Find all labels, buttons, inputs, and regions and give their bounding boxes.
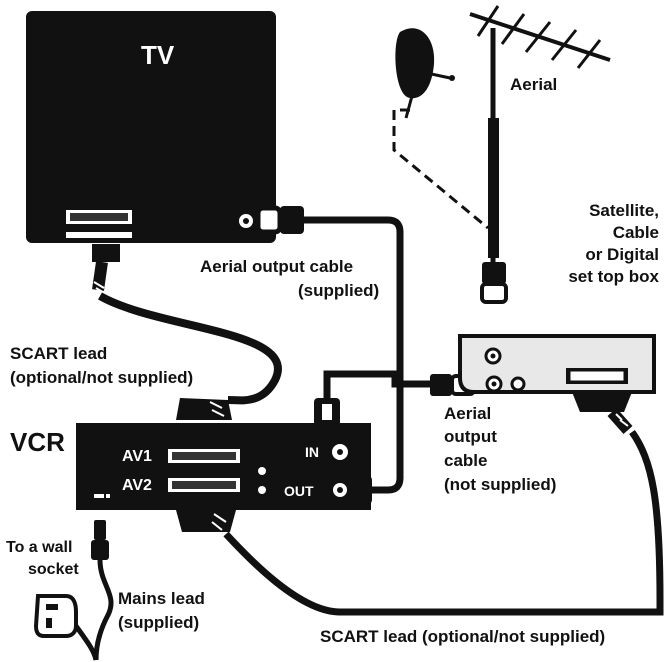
wall-socket-line1: To a wall xyxy=(6,539,73,556)
tv-set xyxy=(26,11,276,243)
scart-lead-box-vcr xyxy=(176,392,664,616)
aerial-cable-ns-line1: Aerial xyxy=(444,404,492,423)
scart-lead-bottom-label: SCART lead (optional/not supplied) xyxy=(320,627,606,646)
mains-lead-line1: Mains lead xyxy=(118,589,205,608)
box-label-line4: set top box xyxy=(568,267,659,286)
out-label: OUT xyxy=(284,483,314,499)
aerial-cable-ns-line3: cable xyxy=(444,451,488,470)
scart-lead-top-line2: (optional/not supplied) xyxy=(10,368,194,387)
wall-socket-line2: socket xyxy=(28,561,79,578)
box-label-line1: Satellite, xyxy=(589,201,659,220)
wall-plug-icon xyxy=(33,594,78,638)
scart-lead-top-line1: SCART lead xyxy=(10,344,108,363)
satellite-dish xyxy=(392,28,489,230)
av2-label: AV2 xyxy=(122,477,152,494)
box-label-line3: or Digital xyxy=(585,245,659,264)
aerial-antenna xyxy=(469,5,611,304)
tv-label: TV xyxy=(141,40,175,70)
vcr xyxy=(76,423,371,510)
scart-lead-tv-vcr xyxy=(92,244,282,420)
aerial-label: Aerial xyxy=(510,75,558,94)
aerial-cable-supplied-line2: (supplied) xyxy=(298,281,380,300)
set-top-box xyxy=(458,334,656,394)
aerial-cable-supplied-line1: Aerial output cable xyxy=(200,257,354,276)
aerial-cable-ns-line4: (not supplied) xyxy=(444,475,557,494)
mains-lead xyxy=(33,520,114,661)
in-label: IN xyxy=(305,444,319,460)
aerial-cable-ns-line2: output xyxy=(444,427,497,446)
box-label-line2: Cable xyxy=(612,223,659,242)
vcr-label: VCR xyxy=(10,427,65,457)
av1-label: AV1 xyxy=(122,448,152,465)
mains-lead-line2: (supplied) xyxy=(118,613,200,632)
